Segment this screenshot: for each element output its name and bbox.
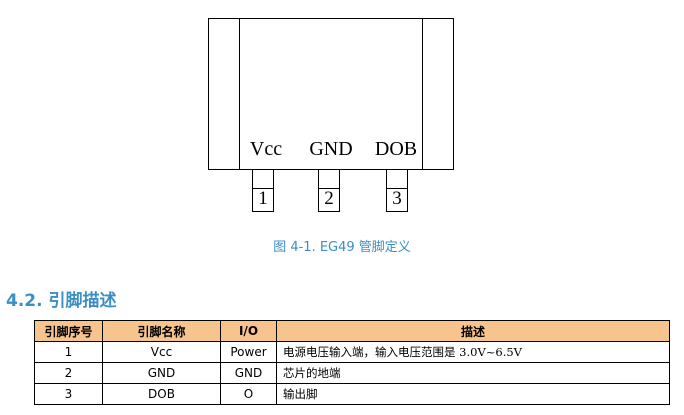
- table-row: 1 Vcc Power 电源电压输入端，输入电压范围是 3.0V~6.5V: [34, 341, 670, 363]
- package-left-tab-line: [239, 19, 240, 169]
- pin-description-table: 引脚序号 引脚名称 I/O 描述 1 Vcc Power 电源电压输入端，输入电…: [34, 320, 670, 405]
- header-pin-name: 引脚名称: [102, 320, 221, 342]
- header-pin-number: 引脚序号: [34, 320, 103, 342]
- package-right-tab-line: [422, 19, 423, 169]
- cell-description: 芯片的地端: [276, 362, 670, 384]
- lead-divider: [319, 188, 339, 189]
- cell-pin-number: 2: [34, 362, 103, 384]
- pin-number-2: 2: [324, 188, 334, 209]
- section-title: 4.2. 引脚描述: [6, 291, 117, 311]
- pin-lead-1: 1: [252, 170, 274, 212]
- cell-io: O: [220, 383, 277, 405]
- pin-number-1: 1: [258, 188, 268, 209]
- cell-io: Power: [220, 341, 277, 363]
- cell-io: GND: [220, 362, 277, 384]
- pin-number-3: 3: [392, 188, 402, 209]
- pin-label-dob: DOB: [374, 138, 418, 160]
- table-row: 2 GND GND 芯片的地端: [34, 362, 670, 384]
- header-io: I/O: [220, 320, 277, 342]
- cell-pin-number: 3: [34, 383, 103, 405]
- lead-divider: [387, 188, 407, 189]
- table-header-row: 引脚序号 引脚名称 I/O 描述: [34, 320, 670, 342]
- cell-pin-name: DOB: [102, 383, 221, 405]
- pin-label-vcc: Vcc: [249, 138, 283, 160]
- pin-diagram: Vcc GND DOB 1 2 3: [208, 18, 454, 212]
- header-description: 描述: [276, 320, 670, 342]
- cell-description: 输出脚: [276, 383, 670, 405]
- pin-lead-2: 2: [318, 170, 340, 212]
- pin-label-gnd: GND: [309, 138, 353, 160]
- pin-lead-3: 3: [386, 170, 408, 212]
- figure-caption: 图 4-1. EG49 管脚定义: [273, 240, 411, 255]
- table-row: 3 DOB O 输出脚: [34, 383, 670, 405]
- cell-pin-number: 1: [34, 341, 103, 363]
- lead-divider: [253, 188, 273, 189]
- cell-pin-name: GND: [102, 362, 221, 384]
- cell-pin-name: Vcc: [102, 341, 221, 363]
- cell-description: 电源电压输入端，输入电压范围是 3.0V~6.5V: [276, 341, 670, 363]
- chip-package: [208, 18, 454, 170]
